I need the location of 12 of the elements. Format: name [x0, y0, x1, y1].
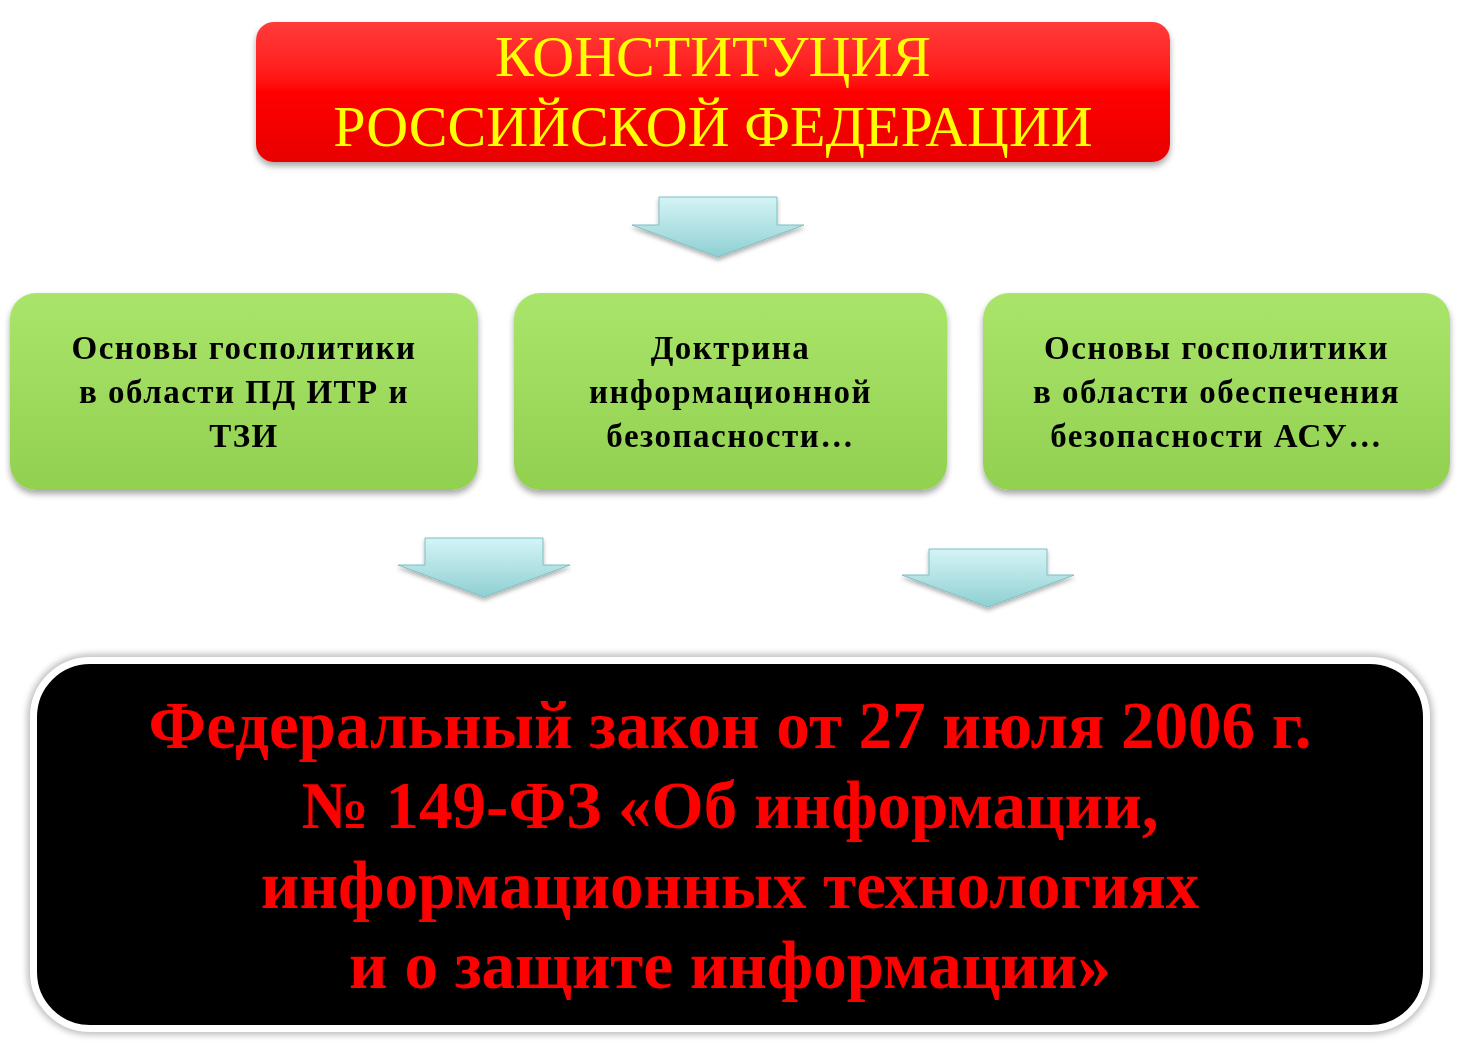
box-text: Доктрина информационной безопасности… [587, 328, 873, 456]
block-arrow [397, 537, 571, 598]
block-arrow [901, 548, 1075, 608]
heading-box [256, 22, 1170, 162]
block-arrow [631, 196, 805, 258]
box-text: Федеральный закон от 27 июля 2006 г. № 149-ФЗ «Об информации, информационных технологиях и о защите информации» [147, 686, 1313, 1004]
box-text: Основы госполитики в области обеспечения безопасности АСУ… [1031, 328, 1402, 456]
process-box [983, 293, 1450, 490]
box-text: Основы госполитики в области ПД ИТР и ТЗИ [70, 328, 418, 456]
process-box [514, 293, 947, 490]
box-text: КОНСТИТУЦИЯ РОССИЙСКОЙ ФЕДЕРАЦИИ [332, 23, 1094, 161]
process-box [10, 293, 478, 490]
